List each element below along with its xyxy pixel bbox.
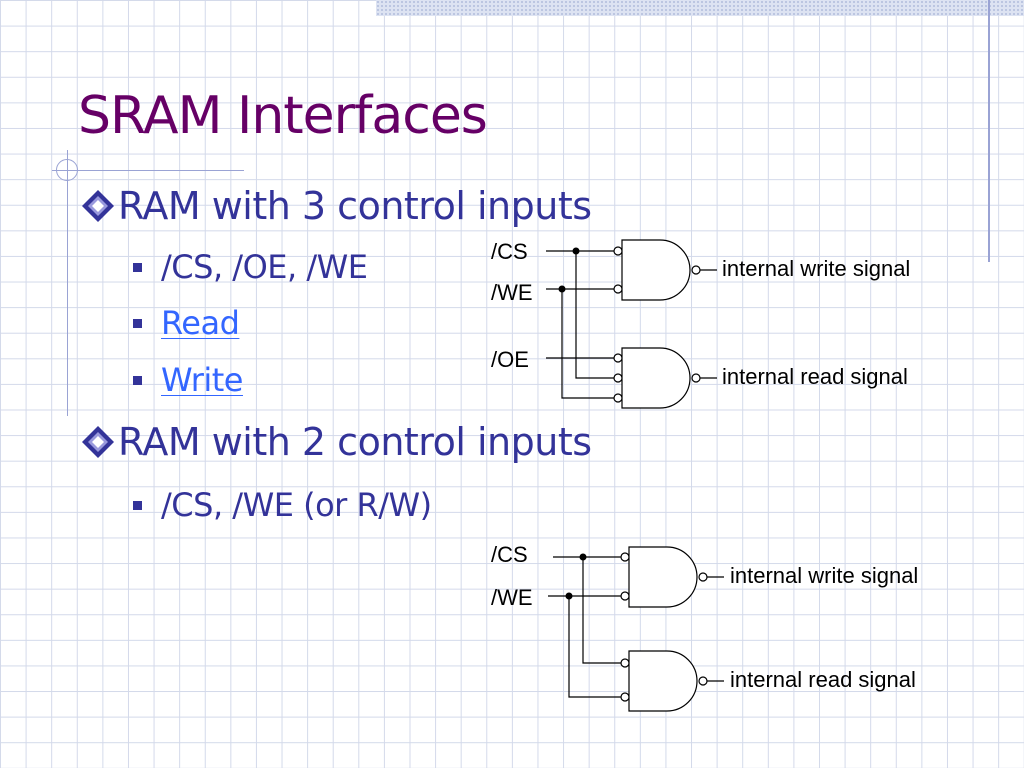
junction-dot (572, 247, 580, 255)
square-bullet-icon (133, 318, 142, 328)
inversion-bubble (620, 658, 630, 668)
wire-cs-tap (582, 557, 621, 664)
nand-gate-read (621, 347, 691, 409)
square-bullet-icon (133, 262, 142, 272)
input-label-we: /WE (491, 585, 533, 610)
subbullet-write: Write (133, 361, 243, 399)
subbullet-read: Read (133, 304, 240, 342)
output-label-read: internal read signal (730, 667, 916, 692)
bullet-ram-2-inputs: RAM with 2 control inputs (80, 420, 592, 464)
write-link[interactable]: Write (161, 361, 243, 399)
subbullet-signals: /CS, /OE, /WE (133, 248, 368, 286)
output-label-write: internal write signal (730, 563, 918, 588)
subbullet-cs-we: /CS, /WE (or R/W) (133, 486, 432, 524)
output-label-read: internal read signal (722, 364, 908, 389)
junction-dot (579, 553, 587, 561)
junction-dot (558, 285, 566, 293)
input-label-we: /WE (491, 280, 533, 305)
inversion-bubble (613, 393, 623, 403)
square-bullet-icon (133, 500, 142, 510)
title-underline-rule (52, 170, 244, 171)
bullet-ram-3-inputs: RAM with 3 control inputs (80, 184, 592, 228)
inversion-bubble (613, 284, 623, 294)
left-vertical-rule (67, 150, 68, 416)
input-label-cs: /CS (491, 239, 528, 264)
nand-gate-read (628, 650, 698, 712)
inversion-bubble (613, 246, 623, 256)
input-label-cs: /CS (491, 542, 528, 567)
bullet-text: RAM with 2 control inputs (118, 420, 592, 464)
square-bullet-icon (133, 375, 142, 385)
diamond-bullet-icon (82, 426, 114, 458)
output-bubble (698, 676, 708, 686)
nand-gate-write (621, 239, 691, 301)
inversion-bubble (620, 692, 630, 702)
diamond-bullet-icon (82, 190, 114, 222)
subbullet-text: /CS, /OE, /WE (161, 248, 368, 286)
bullet-text: RAM with 3 control inputs (118, 184, 592, 228)
output-bubble (698, 572, 708, 582)
inversion-bubble (620, 591, 630, 601)
top-right-vertical-rule (988, 0, 990, 262)
top-decorative-band (376, 0, 1024, 16)
output-label-write: internal write signal (722, 256, 910, 281)
read-link[interactable]: Read (161, 304, 240, 342)
decorative-circle (56, 159, 78, 181)
nand-gate-write (628, 546, 698, 608)
inversion-bubble (613, 373, 623, 383)
wire-we-tap (568, 596, 621, 698)
inversion-bubble (620, 552, 630, 562)
input-label-oe: /OE (491, 347, 529, 372)
junction-dot (565, 592, 573, 600)
wire-cs-tap (575, 251, 614, 379)
wire-we-tap (561, 289, 614, 399)
subbullet-text: /CS, /WE (or R/W) (161, 486, 432, 524)
inversion-bubble (613, 353, 623, 363)
slide-title: SRAM Interfaces (78, 86, 488, 146)
